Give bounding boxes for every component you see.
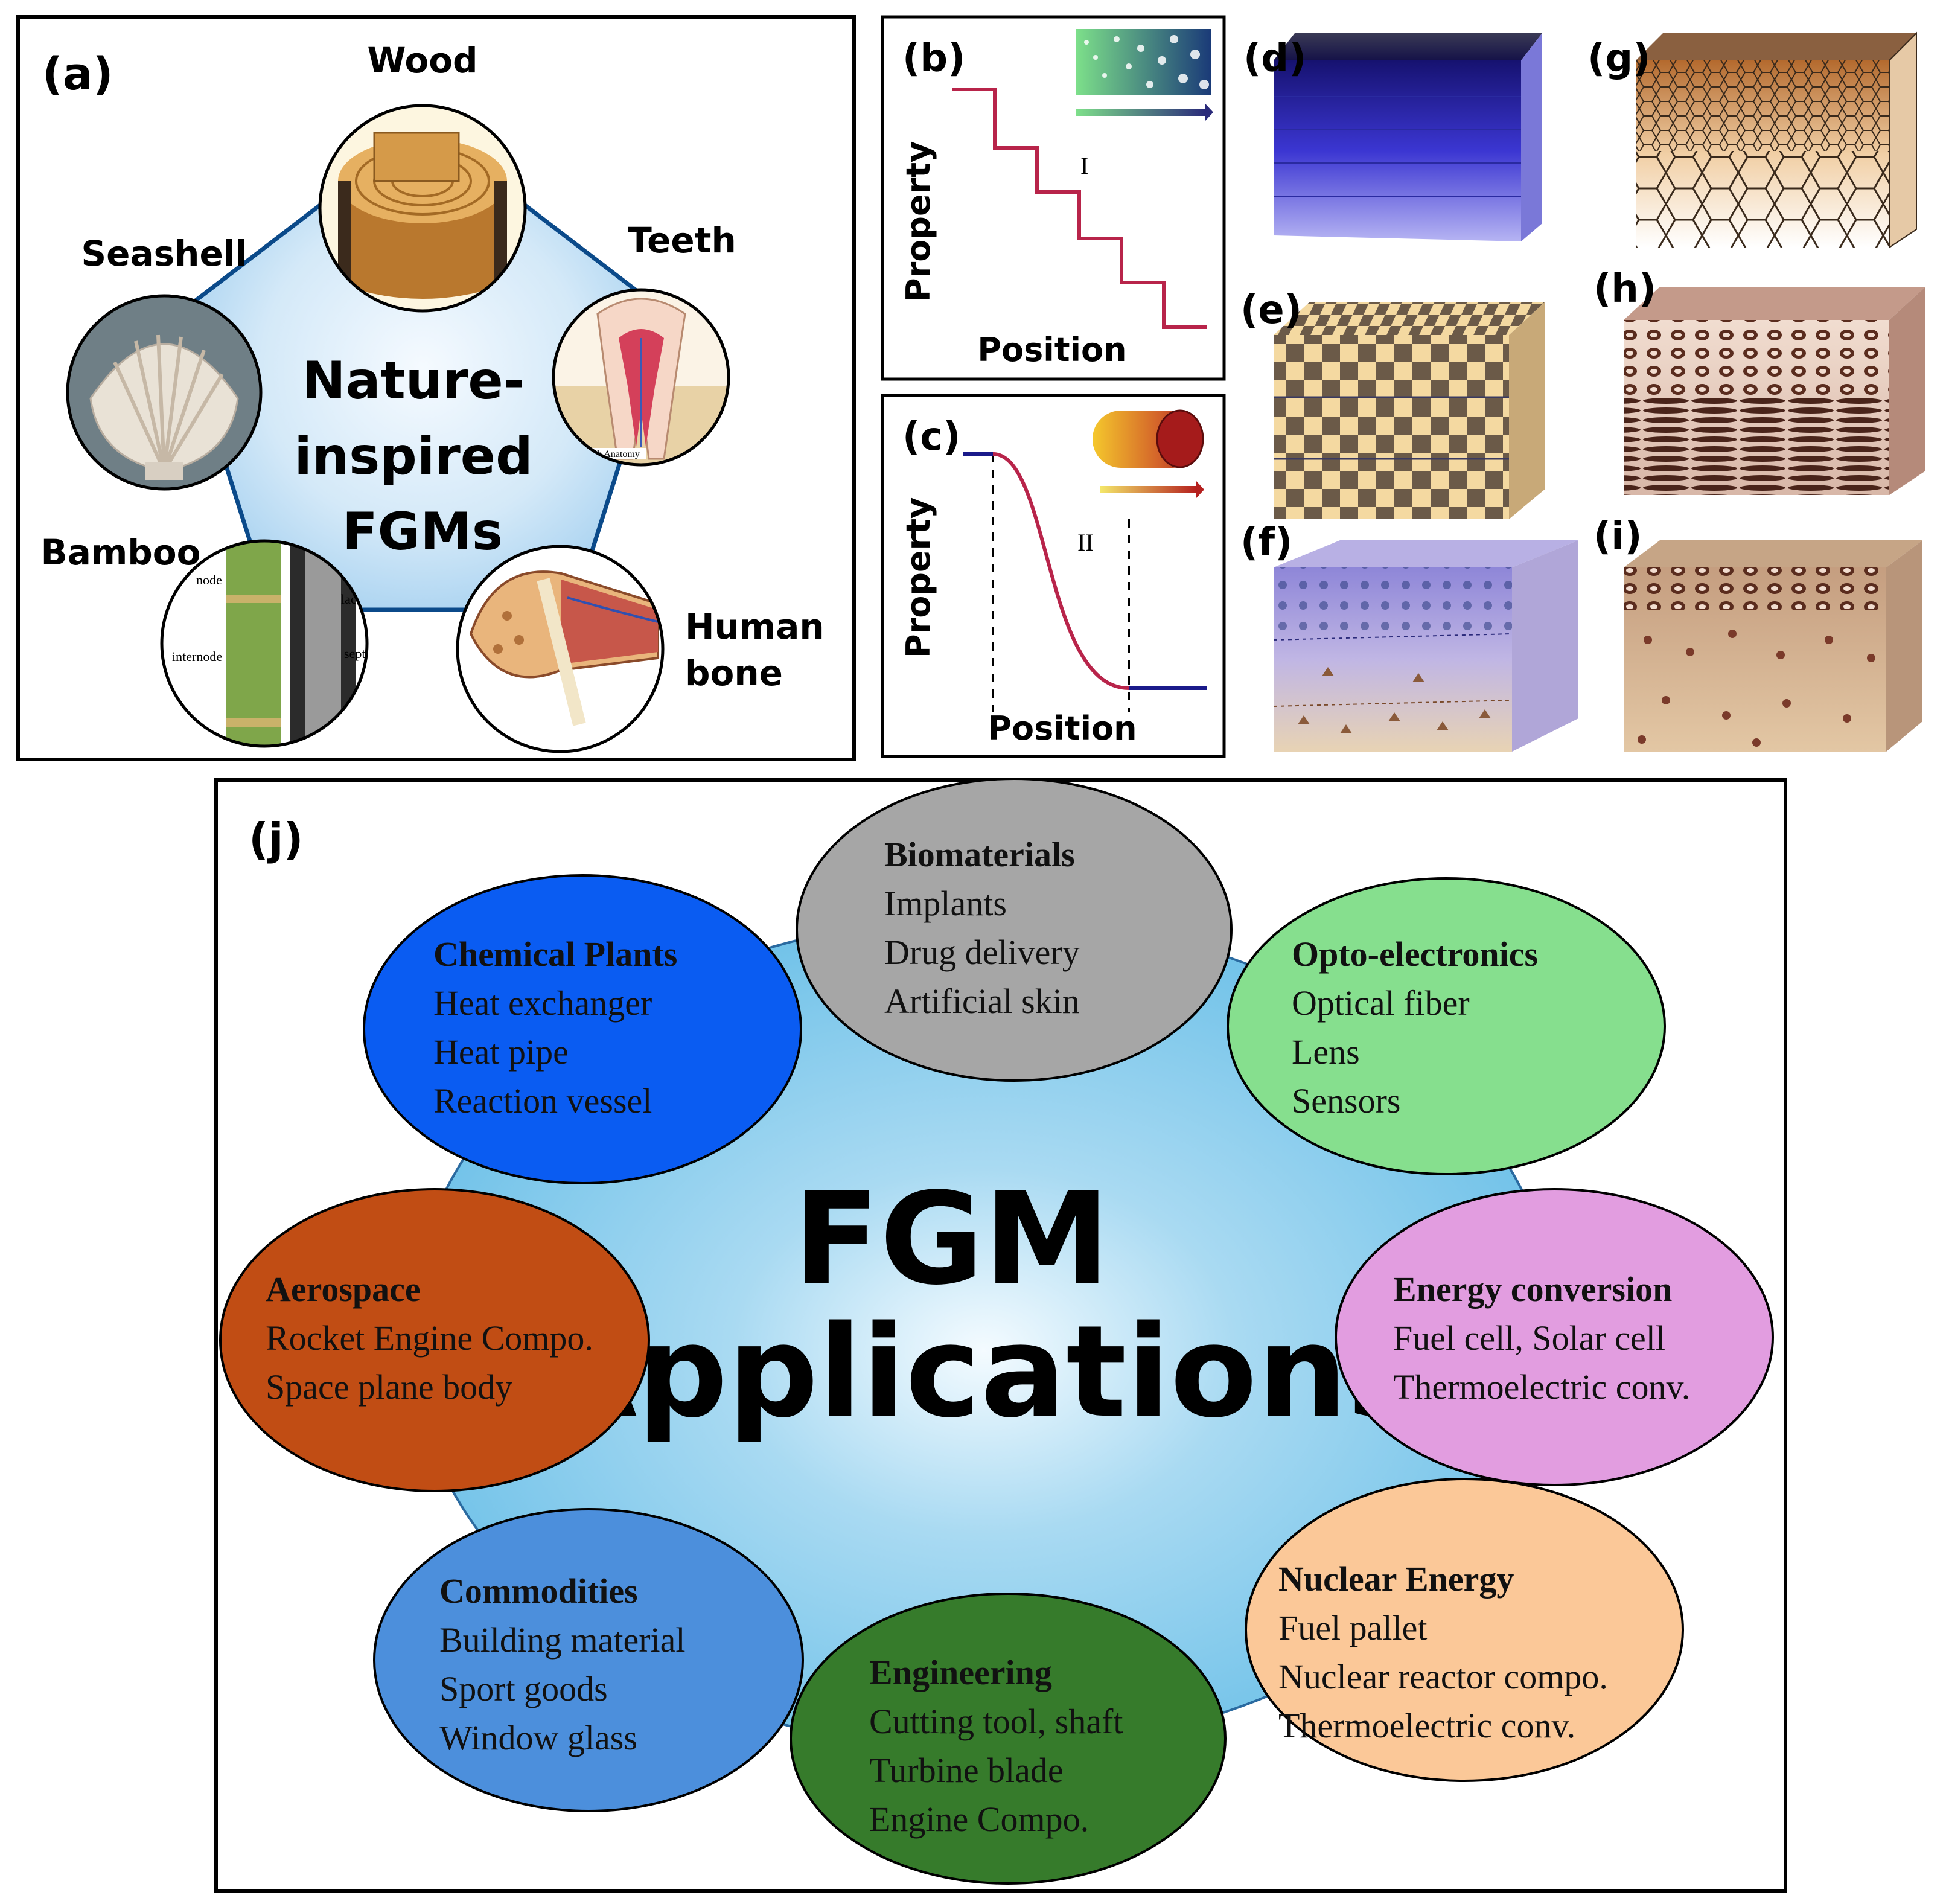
panel-b: (b) I Property Position xyxy=(881,15,1226,381)
app-item: Thermoelectric conv. xyxy=(1278,1706,1575,1745)
app-title: Aerospace xyxy=(266,1270,421,1309)
app-item: Engine Compo. xyxy=(869,1800,1089,1839)
panel-c: (c) II Property Position xyxy=(881,394,1226,758)
panel-j: (j) FGM Applications BiomaterialsImplant… xyxy=(214,778,1787,1893)
wood-label: Wood xyxy=(367,40,477,81)
cube-d-layered: (d) xyxy=(1243,33,1542,241)
continuous-curve xyxy=(992,452,1129,690)
panel-c-label: (c) xyxy=(902,415,960,459)
cube-f-particle: (f) xyxy=(1240,520,1578,752)
app-ellipse xyxy=(790,1593,1227,1885)
teeth-image: Tooth Anatomy xyxy=(552,288,730,467)
nature-inspired-title: Nature- inspired FGMs xyxy=(294,351,550,562)
app-item: Lens xyxy=(1292,1032,1360,1072)
app-item: Optical fiber xyxy=(1292,983,1470,1023)
gradient-arrow xyxy=(1076,109,1205,116)
app-item: Turbine blade xyxy=(869,1751,1064,1790)
svg-text:(f): (f) xyxy=(1240,520,1292,565)
svg-text:(h): (h) xyxy=(1593,267,1656,311)
app-item: Artificial skin xyxy=(884,982,1080,1021)
fgm-applications-title: FGM Applications xyxy=(539,1165,1423,1446)
app-item: Building material xyxy=(439,1620,686,1660)
app-item: Drug delivery xyxy=(884,933,1080,972)
svg-text:(i): (i) xyxy=(1593,514,1642,559)
app-ellipse xyxy=(1335,1188,1774,1486)
app-item: Window glass xyxy=(439,1718,637,1757)
app-item: Thermoelectric conv. xyxy=(1393,1367,1690,1407)
svg-text:(d): (d) xyxy=(1243,36,1306,81)
panel-b-label: (b) xyxy=(902,36,965,81)
porosity-gradient-swatch xyxy=(1076,29,1211,95)
pentagon-background xyxy=(175,124,670,612)
app-item: Fuel cell, Solar cell xyxy=(1393,1318,1665,1358)
cube-g-cellular: (g) xyxy=(1587,31,1917,249)
app-item: Cutting tool, shaft xyxy=(869,1702,1123,1741)
app-item: Implants xyxy=(884,884,1007,923)
app-ellipse xyxy=(1245,1478,1684,1782)
gradient-arrow-c xyxy=(1100,486,1196,493)
app-item: Fuel pallet xyxy=(1278,1608,1427,1647)
app-item: Nuclear reactor compo. xyxy=(1278,1657,1608,1696)
panel-c-ylabel: Property xyxy=(899,497,937,658)
panel-b-xlabel: Position xyxy=(977,331,1126,369)
curve-ii-annotation: II xyxy=(1077,529,1094,556)
cube-e-checker: (e) xyxy=(1240,288,1545,519)
app-item: Reaction vessel xyxy=(433,1081,652,1120)
app-title: Opto-electronics xyxy=(1292,934,1538,974)
svg-text:internode: internode xyxy=(172,649,222,664)
app-ellipse xyxy=(373,1508,804,1812)
svg-text:node: node xyxy=(196,572,222,587)
app-ellipse xyxy=(796,778,1233,1082)
seashell-image xyxy=(66,294,263,491)
app-item: Heat exchanger xyxy=(433,983,652,1023)
svg-text:(g): (g) xyxy=(1587,36,1650,81)
svg-text:septa: septa xyxy=(344,646,371,661)
cube-i-dispersed: (i) xyxy=(1593,514,1922,752)
app-ellipse xyxy=(1227,877,1666,1175)
panel-a-label: (a) xyxy=(42,48,113,100)
app-ellipse xyxy=(363,874,802,1184)
app-title: Nuclear Energy xyxy=(1278,1559,1514,1599)
panel-a: (a) Nature- inspired FGMs Wood xyxy=(16,15,856,761)
app-title: Chemical Plants xyxy=(433,934,677,974)
panel-c-xlabel: Position xyxy=(987,709,1137,747)
app-item: Rocket Engine Compo. xyxy=(266,1318,593,1358)
bamboo-image: node internode lacuna septa 50 xyxy=(160,539,371,748)
app-title: Biomaterials xyxy=(884,835,1075,874)
human-bone-image xyxy=(456,545,665,753)
app-item: Sport goods xyxy=(439,1669,608,1708)
cube-h-ring: (h) xyxy=(1593,267,1925,495)
svg-text:(e): (e) xyxy=(1240,288,1302,333)
app-item: Heat pipe xyxy=(433,1032,569,1072)
human-bone-label: Human bone xyxy=(685,606,837,694)
panel-j-label: (j) xyxy=(249,814,304,864)
curve-i-annotation: I xyxy=(1080,152,1088,179)
app-title: Commodities xyxy=(439,1571,638,1611)
porosity-dots xyxy=(1084,35,1209,89)
teeth-label: Teeth xyxy=(628,220,736,261)
app-item: Sensors xyxy=(1292,1081,1400,1120)
seashell-label: Seashell xyxy=(81,233,247,274)
bamboo-label: Bamboo xyxy=(41,532,201,573)
panel-b-ylabel: Property xyxy=(899,141,937,302)
app-item: Space plane body xyxy=(266,1367,512,1407)
app-title: Energy conversion xyxy=(1393,1270,1672,1309)
wood-image xyxy=(318,104,527,313)
app-title: Engineering xyxy=(869,1653,1052,1692)
app-ellipse xyxy=(219,1188,650,1492)
stepwise-curve xyxy=(952,88,1207,329)
